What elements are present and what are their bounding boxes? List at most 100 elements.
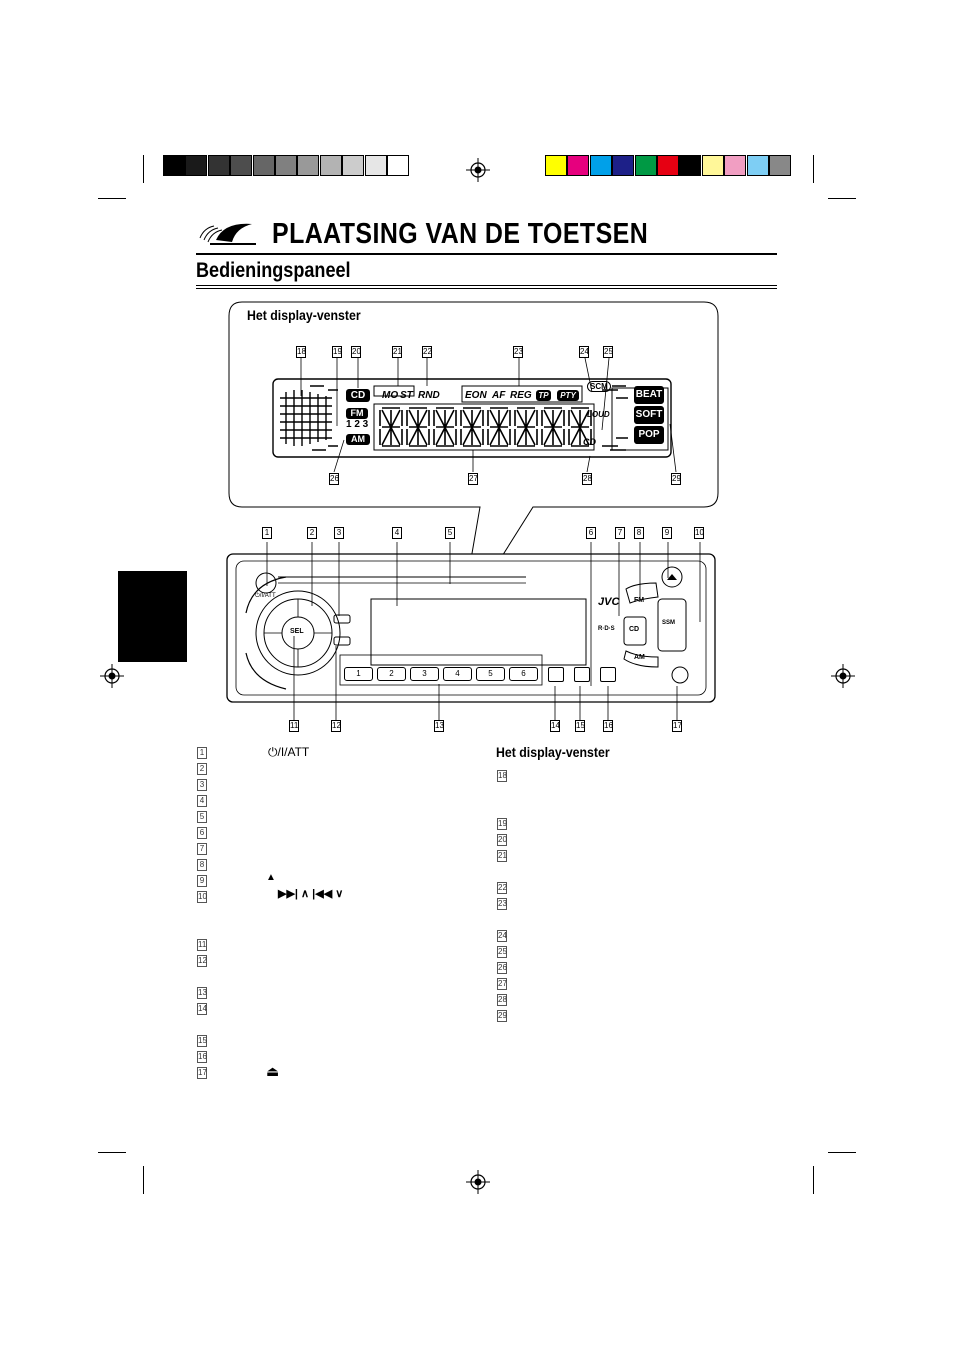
color-swatch: [545, 155, 567, 176]
crop-mark: [813, 1166, 814, 1194]
list-left-number-17: 17: [197, 1067, 207, 1079]
list-left-number-15: 15: [197, 1035, 207, 1047]
fm-button-label: FM: [634, 597, 645, 604]
list-right-number-27: 27: [497, 978, 507, 990]
list-left-number-1: 1: [197, 747, 207, 759]
subtitle-rule: [196, 285, 777, 286]
list-left-number-10: 10: [197, 891, 207, 903]
list-left-number-11: 11: [197, 939, 207, 951]
title-rule: [196, 253, 777, 255]
color-swatch: [589, 155, 612, 176]
unit-callout-2: 2: [307, 527, 317, 539]
page-title: PLAATSING VAN DE TOETSEN: [272, 218, 649, 250]
preset-button-4[interactable]: 4: [443, 667, 472, 681]
color-swatch: [364, 155, 387, 176]
color-swatch: [387, 155, 409, 176]
color-swatch: [252, 155, 275, 176]
display-callout-26: 26: [329, 473, 339, 485]
display-callout-28: 28: [582, 473, 592, 485]
lcd-pop-indicator: POP: [634, 426, 664, 444]
lcd-af-indicator: AF: [492, 390, 506, 401]
list-right-number-24: 24: [497, 930, 507, 942]
preset-button-1[interactable]: 1: [344, 667, 373, 681]
display-callout-24: 24: [579, 346, 589, 358]
lcd-cd-indicator: CD: [346, 389, 370, 402]
display-callout-19: 19: [332, 346, 342, 358]
list-right-number-25: 25: [497, 946, 507, 958]
list-right-number-26: 26: [497, 962, 507, 974]
function-button-15[interactable]: [574, 667, 590, 682]
color-swatch: [701, 155, 724, 176]
display-leader-lines: [300, 357, 677, 473]
unit-callout-3: 3: [334, 527, 344, 539]
list-left-number-12: 12: [197, 955, 207, 967]
preset-button-2[interactable]: 2: [377, 667, 406, 681]
color-swatch: [769, 155, 791, 176]
crop-mark: [143, 155, 144, 183]
crop-mark: [813, 155, 814, 183]
cd-button-label: CD: [629, 626, 640, 633]
list-left-number-8: 8: [197, 859, 207, 871]
list-item-9-symbol: ▲: [266, 872, 276, 883]
list-left-number-3: 3: [197, 779, 207, 791]
color-swatch: [612, 155, 635, 176]
lcd-fm-indicator: FM: [346, 408, 368, 419]
unit-callout-6: 6: [586, 527, 596, 539]
color-swatch: [342, 155, 365, 176]
list-left-number-14: 14: [197, 1003, 207, 1015]
color-swatch: [657, 155, 679, 176]
unit-callout-17: 17: [672, 720, 682, 732]
sel-label: SEL: [290, 628, 304, 635]
registration-mark-icon: [831, 664, 855, 688]
lcd-mo-indicator: MO: [382, 390, 399, 401]
rds-logo: R·D·S: [598, 626, 615, 632]
crop-mark: [98, 198, 126, 199]
lcd-rnd-indicator: RND: [418, 390, 440, 401]
section-subtitle: Bedieningspaneel: [196, 259, 351, 282]
color-swatch: [230, 155, 253, 176]
list-left-number-16: 16: [197, 1051, 207, 1063]
car-stereo-unit: [226, 553, 716, 703]
lcd-fm-presets: 1 2 3: [346, 419, 369, 430]
display-callout-25: 25: [603, 346, 613, 358]
color-swatch: [679, 155, 702, 176]
color-swatch: [319, 155, 342, 176]
preset-button-3[interactable]: 3: [410, 667, 439, 681]
preset-button-5[interactable]: 5: [476, 667, 505, 681]
unit-callout-9: 9: [662, 527, 672, 539]
language-tab: [118, 571, 187, 662]
jvc-brand: JVC: [598, 596, 620, 608]
function-button-16[interactable]: [600, 667, 616, 682]
color-swatch: [634, 155, 657, 176]
list-item-10-symbols: ▶▶| ∧ |◀◀ ∨: [278, 888, 344, 900]
lcd-loud-indicator: LOUD: [587, 410, 610, 419]
unit-callout-13: 13: [434, 720, 444, 732]
list-right-number-21: 21: [497, 850, 507, 862]
list-right-number-18: 18: [497, 770, 507, 782]
list-left-number-6: 6: [197, 827, 207, 839]
list-left-number-2: 2: [197, 763, 207, 775]
unit-callout-10: 10: [694, 527, 704, 539]
display-callout-29: 29: [671, 473, 681, 485]
lcd-beat-indicator: BEAT: [634, 386, 664, 404]
display-callout-20: 20: [351, 346, 361, 358]
subtitle-rule: [196, 288, 777, 289]
list-item-1-symbol: ⏻/I/ATT: [268, 745, 310, 759]
function-button-14[interactable]: [548, 667, 564, 682]
display-callout-22: 22: [422, 346, 432, 358]
power-att-label: ⏻/I/ATT: [255, 593, 276, 599]
crop-mark: [828, 198, 856, 199]
registration-mark-icon: [466, 1170, 490, 1194]
list-left-number-4: 4: [197, 795, 207, 807]
lcd-st-indicator: ST: [400, 390, 413, 401]
list-item-17-symbol: ⏏: [266, 1063, 280, 1079]
unit-callout-4: 4: [392, 527, 402, 539]
lcd-am-indicator: AM: [346, 434, 370, 445]
registration-mark-icon: [466, 158, 490, 182]
display-callout-27: 27: [468, 473, 478, 485]
list-right-number-22: 22: [497, 882, 507, 894]
list-left-number-5: 5: [197, 811, 207, 823]
crop-mark: [98, 1152, 126, 1153]
preset-button-6[interactable]: 6: [509, 667, 538, 681]
registration-mark-icon: [100, 664, 124, 688]
